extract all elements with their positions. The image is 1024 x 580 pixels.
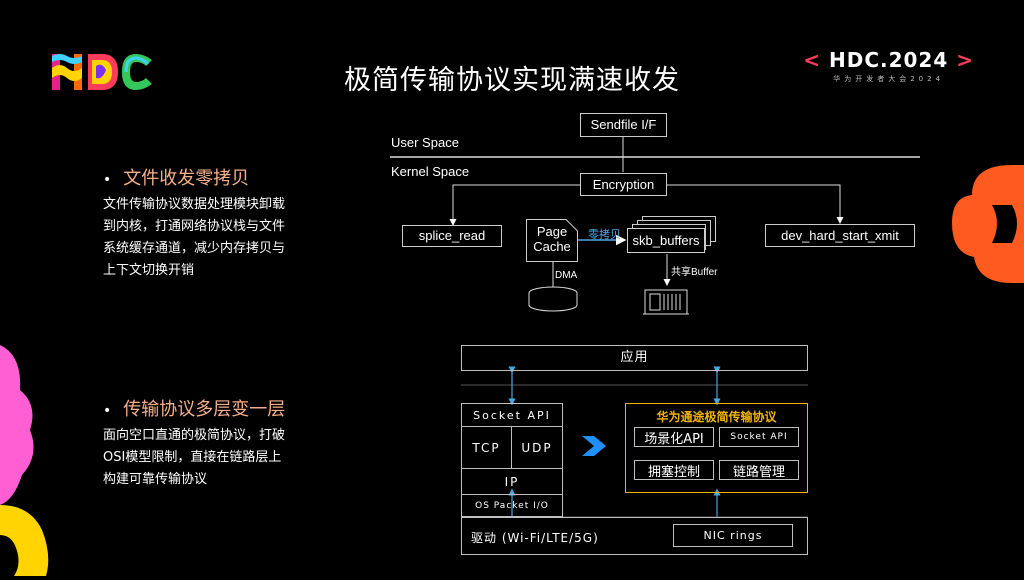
splice-read-box: splice_read xyxy=(402,225,502,247)
socket-api-label: Socket API xyxy=(473,408,551,422)
sendfile-label: Sendfile I/F xyxy=(590,117,657,132)
udp-cell: UDP xyxy=(511,426,563,469)
kernel-space-label: Kernel Space xyxy=(391,164,470,179)
huawei-protocol-box: 华为通途极简传输协议 场景化API Socket API 拥塞控制 链路管理 xyxy=(625,403,808,493)
tcp-cell: TCP xyxy=(461,426,512,469)
scene-api-cell: 场景化API xyxy=(634,427,714,447)
bullet-1-line: 文件传输协议数据处理模块卸载 xyxy=(103,197,286,212)
bullet-2-line: 构建可靠传输协议 xyxy=(103,472,208,487)
hdc-2024-brand: < HDC.2024 > 华为开发者大会2024 xyxy=(803,48,974,84)
page-title: 极简传输协议实现满速收发 xyxy=(344,65,680,96)
driver-label: 驱动 (Wi-Fi/LTE/5G) xyxy=(471,531,599,545)
dma-label: DMA xyxy=(555,270,578,281)
congestion-cell: 拥塞控制 xyxy=(634,460,714,480)
brand-subtitle: 华为开发者大会2024 xyxy=(833,75,945,83)
socket-api-right-label: Socket API xyxy=(730,432,788,442)
bullet-1-marker: • xyxy=(103,172,112,188)
brand-bracket-left: < xyxy=(803,48,822,72)
nic-rings-cell: NIC rings xyxy=(673,524,793,547)
brand-main-text: HDC.2024 xyxy=(828,48,949,72)
protocol-title: 华为通途极简传输协议 xyxy=(656,410,777,424)
bullet-2-line: 面向空口直通的极简协议，打破 xyxy=(103,428,286,443)
skb-buffers-stack: skb_buffers xyxy=(627,216,717,254)
bullet-2-line: OSI模型限制，直接在链路层上 xyxy=(103,450,282,465)
shared-buffer-label: 共享Buffer xyxy=(671,267,718,278)
ip-label: IP xyxy=(504,474,520,489)
bullet-2: • 传输协议多层变一层 面向空口直通的极简协议，打破 OSI模型限制，直接在链路层… xyxy=(103,395,318,491)
bullet-1-heading: • 文件收发零拷贝 xyxy=(103,164,318,190)
bullet-1-line: 到内核，打通网络协议栈与文件 xyxy=(103,219,286,234)
bullet-2-body: 面向空口直通的极简协议，打破 OSI模型限制，直接在链路层上 构建可靠传输协议 xyxy=(103,425,318,491)
decor-left-pink-shape xyxy=(0,345,40,505)
splice-read-label: splice_read xyxy=(418,228,486,243)
os-packet-io-label: OS Packet I/O xyxy=(475,500,549,511)
page-cache-box: Page Cache xyxy=(526,219,578,262)
ip-cell: IP xyxy=(461,468,563,495)
hdc-logo xyxy=(52,52,154,92)
bullet-1-title: 文件收发零拷贝 xyxy=(123,168,250,189)
sendfile-box: Sendfile I/F xyxy=(580,113,667,137)
socket-api-right-cell: Socket API xyxy=(719,427,799,447)
congestion-label: 拥塞控制 xyxy=(647,464,700,480)
socket-api-cell: Socket API xyxy=(461,403,563,427)
nic-rings-label: NIC rings xyxy=(703,529,763,542)
bullet-2-heading: • 传输协议多层变一层 xyxy=(103,395,318,421)
bullet-1-body: 文件传输协议数据处理模块卸载 到内核，打通网络协议栈与文件 系统缓存通道，减少内… xyxy=(103,194,318,282)
zero-copy-label: 零拷贝 xyxy=(588,228,621,241)
top-diagram-lines xyxy=(390,137,920,315)
app-label: 应用 xyxy=(620,350,649,365)
os-packet-io-cell: OS Packet I/O xyxy=(461,494,563,517)
tcp-label: TCP xyxy=(472,440,501,455)
bullet-1-line: 上下文切换开销 xyxy=(103,263,195,278)
scene-api-label: 场景化API xyxy=(644,431,704,447)
page-cache-line-2: Cache xyxy=(533,239,571,254)
decor-left-yellow-shape xyxy=(0,505,52,576)
dev-xmit-label: dev_hard_start_xmit xyxy=(781,228,899,243)
user-space-label: User Space xyxy=(391,135,459,150)
driver-box: 驱动 (Wi-Fi/LTE/5G) NIC rings xyxy=(461,517,808,555)
bullet-2-title: 传输协议多层变一层 xyxy=(123,399,286,420)
decor-right-orange-shape xyxy=(952,165,1024,283)
link-mgmt-label: 链路管理 xyxy=(732,464,785,480)
link-mgmt-cell: 链路管理 xyxy=(719,460,799,480)
dev-xmit-box: dev_hard_start_xmit xyxy=(765,224,915,247)
bullet-1-line: 系统缓存通道，减少内存拷贝与 xyxy=(103,241,286,256)
chevron-right-icon xyxy=(580,436,608,456)
encryption-label: Encryption xyxy=(592,177,655,192)
udp-label: UDP xyxy=(521,440,553,455)
bullet-1: • 文件收发零拷贝 文件传输协议数据处理模块卸载 到内核，打通网络协议栈与文件 系… xyxy=(103,164,318,282)
bullet-2-marker: • xyxy=(103,403,112,419)
brand-bracket-right: > xyxy=(956,48,974,72)
app-box: 应用 xyxy=(461,345,808,371)
encryption-box: Encryption xyxy=(580,173,667,196)
page-cache-line-1: Page xyxy=(536,224,568,239)
skb-buffers-label: skb_buffers xyxy=(632,233,700,248)
